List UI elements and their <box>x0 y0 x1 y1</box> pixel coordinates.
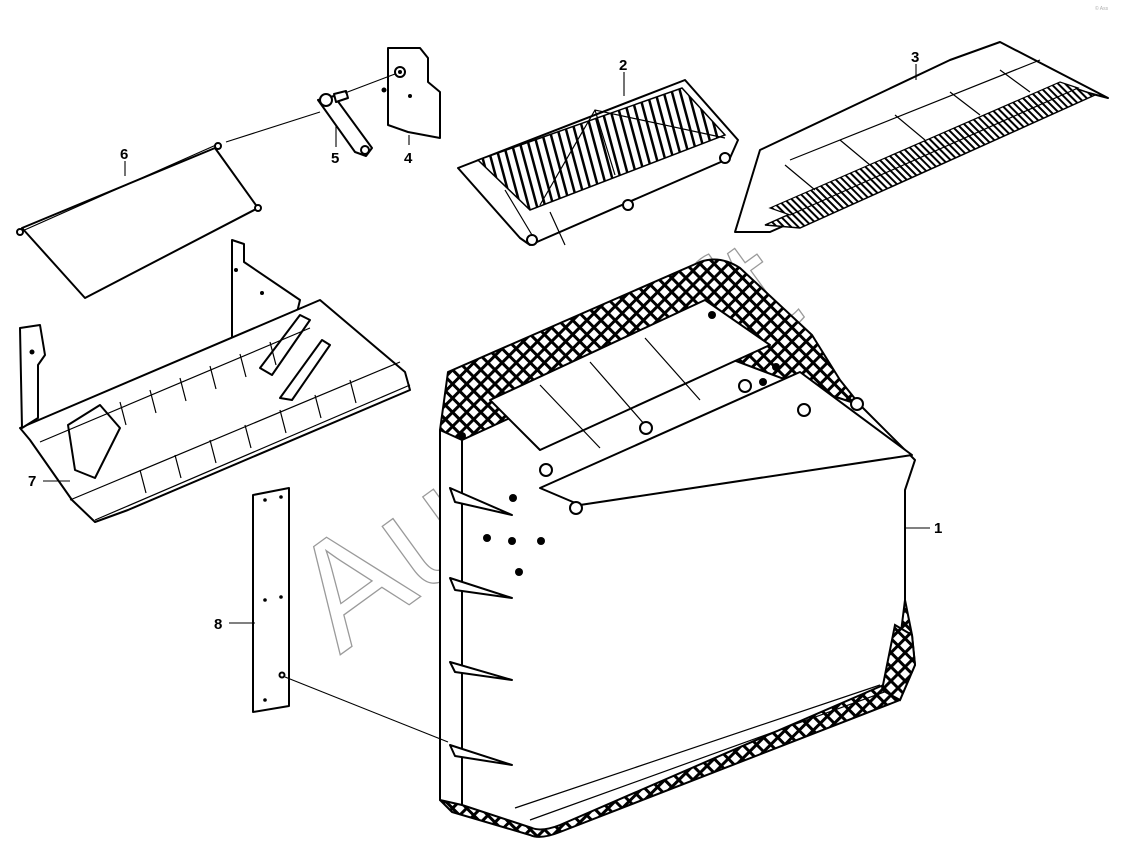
callout-2: 2 <box>619 57 627 74</box>
part-2-filter <box>457 79 739 246</box>
callout-7: 7 <box>28 473 36 490</box>
part-1-spike-1 <box>449 487 513 516</box>
part-1-top-plate <box>539 371 913 506</box>
callout-4: 4 <box>404 150 413 167</box>
callout-leaders <box>43 64 930 624</box>
part-1-spike-4 <box>449 744 513 766</box>
part-6-panel <box>21 147 259 299</box>
part-1-spike-3 <box>449 661 513 681</box>
part-7-center-arm <box>259 314 311 376</box>
callout-3: 3 <box>911 49 919 66</box>
part-7-left-wall <box>19 324 46 429</box>
part-8-plate <box>252 487 290 713</box>
part-8-strip <box>252 487 290 713</box>
callout-5: 5 <box>331 150 339 167</box>
part-4-bracket <box>381 47 441 139</box>
callout-6: 6 <box>120 146 128 163</box>
callout-8: 8 <box>214 616 222 633</box>
part-1-left-flange <box>439 429 463 806</box>
part-1-housing <box>439 258 917 838</box>
part-7-tray <box>19 239 411 523</box>
part-1-spike-2 <box>449 577 513 599</box>
part-6-flap <box>16 142 262 299</box>
part-4-plate <box>387 47 441 139</box>
part-2-media <box>476 87 727 211</box>
part-5-lever <box>317 90 373 157</box>
corner-mark: © Ass <box>1095 5 1109 12</box>
part-7-front-lever <box>67 404 121 479</box>
assembly-lines <box>225 73 449 743</box>
part-3-grille-cover <box>734 41 1109 233</box>
part-1-top-opening <box>489 299 771 451</box>
callout-labels: 1 2 3 4 5 6 7 8 <box>28 49 942 633</box>
callout-1: 1 <box>934 520 942 537</box>
